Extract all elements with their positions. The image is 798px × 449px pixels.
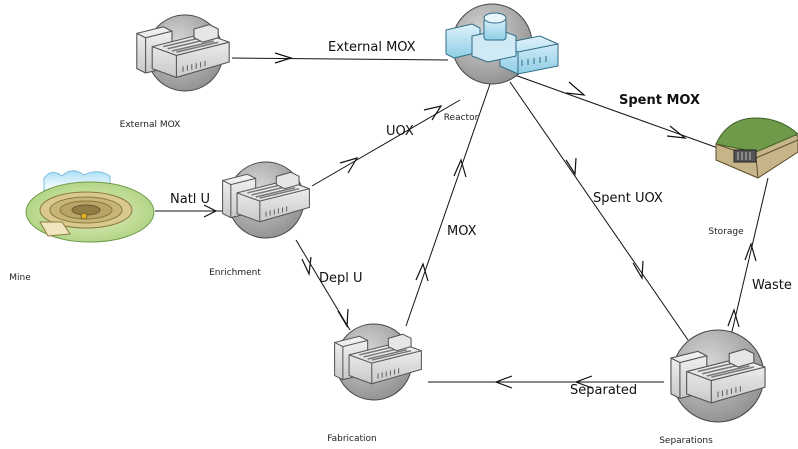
- edge-separated-arrow-2: [574, 375, 593, 389]
- node-label-external-mox: External MOX: [120, 120, 181, 130]
- node-fabrication[interactable]: Fabrication: [327, 323, 423, 444]
- edge-label-natl-u: Natl U: [170, 192, 210, 207]
- edge-spent-uox-arrow-2: [632, 260, 644, 280]
- node-reactor[interactable]: Reactor: [444, 3, 559, 123]
- node-label-separations: Separations: [659, 436, 713, 446]
- node-label-reactor: Reactor: [444, 113, 479, 123]
- reactor-icon: [445, 12, 559, 75]
- edge-waste-line: [729, 177, 769, 341]
- mine-icon: [25, 170, 155, 243]
- edge-label-mox: MOX: [447, 224, 477, 239]
- node-mine[interactable]: Mine: [9, 170, 155, 283]
- edge-uox-line: [311, 99, 461, 187]
- edge-label-uox: UOX: [386, 124, 414, 139]
- edge-uox-arrow-2: [423, 105, 443, 121]
- edge-external-mox-line: [231, 57, 449, 61]
- node-separations[interactable]: Separations: [659, 329, 766, 446]
- edge-mox-line: [405, 83, 491, 327]
- node-enrichment[interactable]: Enrichment: [209, 161, 311, 278]
- node-external-mox[interactable]: External MOX: [120, 14, 230, 130]
- edge-external-mox-arrow: [274, 52, 294, 64]
- edge-separated-arrow-1: [494, 375, 513, 389]
- edge-spent-mox-arrow-1: [565, 81, 586, 96]
- edge-mox-arrow-2: [453, 158, 467, 178]
- edge-natl-u-arrow-2: [203, 204, 218, 218]
- edge-depl-u-arrow-1: [301, 256, 312, 277]
- edge-waste-arrow-2: [744, 242, 757, 262]
- node-label-mine: Mine: [9, 273, 31, 283]
- edge-label-depl-u: Depl U: [319, 271, 363, 286]
- edge-spent-uox-line: [509, 81, 689, 341]
- edge-label-separated: Separated: [570, 383, 637, 398]
- edge-spent-mox-line: [511, 73, 719, 149]
- node-label-enrichment: Enrichment: [209, 268, 261, 278]
- edge-uox-arrow-1: [339, 156, 359, 174]
- edge-depl-u-arrow-2: [337, 308, 349, 328]
- edge-label-waste: Waste: [752, 278, 792, 293]
- edge-label-external-mox: External MOX: [328, 40, 416, 55]
- node-label-storage: Storage: [708, 227, 744, 237]
- edge-spent-uox-arrow-1: [565, 157, 577, 176]
- edge-mox-arrow-1: [415, 262, 429, 282]
- edge-spent-mox-arrow-2: [666, 125, 687, 139]
- node-label-fabrication: Fabrication: [327, 434, 376, 444]
- node-storage[interactable]: Storage: [708, 117, 798, 237]
- edge-label-spent-uox: Spent UOX: [593, 191, 663, 206]
- edge-waste-arrow-1: [727, 308, 740, 328]
- edge-label-spent-mox: Spent MOX: [619, 93, 700, 108]
- storage-icon: [715, 117, 798, 179]
- edges: External MOX UOX Natl U Spent MOX Spent …: [139, 40, 792, 398]
